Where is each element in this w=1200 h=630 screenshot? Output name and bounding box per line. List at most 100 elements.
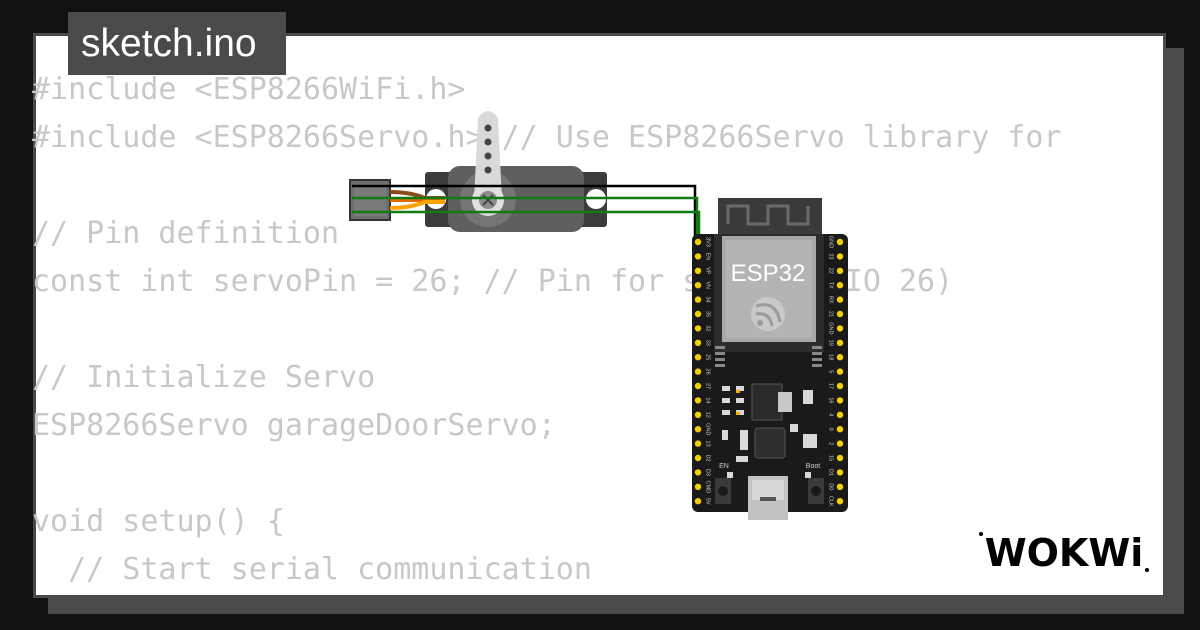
servo-horn[interactable] <box>472 111 504 216</box>
pin-label: 25 <box>705 354 711 360</box>
pin-label: 27 <box>705 383 711 389</box>
pin-label: GND <box>828 236 834 248</box>
pin-label: 32 <box>705 325 711 331</box>
pin-label: 5 <box>828 370 834 373</box>
pin-left-16[interactable] <box>694 469 702 476</box>
pin-right-11[interactable] <box>836 397 844 404</box>
servo-motor[interactable] <box>349 111 607 232</box>
pin-left-17[interactable] <box>694 483 702 490</box>
pin-label: 12 <box>705 412 711 418</box>
pin-left-6[interactable] <box>694 325 702 332</box>
pin-label: D2 <box>705 454 711 461</box>
pin-label: 19 <box>828 340 834 346</box>
wokwi-logo-text: WOKWi <box>985 531 1144 575</box>
pin-label: 26 <box>705 369 711 375</box>
pin-label: CLK <box>828 496 834 507</box>
pin-left-18[interactable] <box>694 498 702 505</box>
pin-left-4[interactable] <box>694 296 702 303</box>
pin-label: 5V <box>705 498 711 505</box>
pin-left-15[interactable] <box>694 454 702 462</box>
en-label: EN <box>719 463 729 470</box>
pin-label: TX <box>828 282 834 289</box>
code-line: // Pin definition <box>32 216 340 251</box>
espressif-logo-icon <box>751 297 785 331</box>
pin-label: 33 <box>705 340 711 346</box>
pin-right-12[interactable] <box>836 411 844 418</box>
pin-left-10[interactable] <box>694 382 702 390</box>
pin-right-5[interactable] <box>836 310 844 318</box>
pin-right-7[interactable] <box>836 339 844 346</box>
pin-label: 4 <box>828 413 834 416</box>
pin-label: 15 <box>828 455 834 461</box>
pin-label: VP <box>705 267 711 275</box>
pin-left-9[interactable] <box>694 368 702 375</box>
pin-right-13[interactable] <box>836 426 844 433</box>
pin-right-3[interactable] <box>836 282 844 289</box>
boot-button[interactable] <box>808 478 824 504</box>
boot-label: Boot <box>806 463 820 470</box>
pin-label: RX <box>828 296 834 304</box>
pin-left-3[interactable] <box>694 282 702 289</box>
pin-label: D3 <box>705 469 711 476</box>
code-editor: #include <ESP8266WiFi.h> #include <ESP826… <box>32 66 1097 594</box>
code-line: #include <ESP8266Servo.h> // Use ESP8266… <box>32 120 1062 155</box>
pin-label: 16 <box>828 397 834 403</box>
pin-left-5[interactable] <box>694 310 702 318</box>
pin-label: VN <box>705 281 711 289</box>
usb-connector <box>748 476 788 520</box>
pin-right-16[interactable] <box>836 469 844 476</box>
wires[interactable] <box>352 184 701 238</box>
pin-label: 17 <box>828 383 834 389</box>
code-line: #include <ESP8266WiFi.h> <box>32 72 466 107</box>
pin-left-14[interactable] <box>694 440 702 447</box>
pin-label: EN <box>705 253 711 261</box>
code-card <box>33 33 1166 598</box>
pin-left-2[interactable] <box>694 267 702 274</box>
pin-left-12[interactable] <box>694 411 702 418</box>
file-title-tab[interactable]: sketch.ino <box>68 12 286 75</box>
code-line: ESP8266Servo garageDoorServo; <box>32 408 556 443</box>
wokwi-logo: WOKWi <box>979 531 1149 575</box>
pin-label: 0 <box>828 428 834 431</box>
pin-right-15[interactable] <box>836 454 844 462</box>
pin-label: 18 <box>828 354 834 360</box>
pin-label: 35 <box>705 311 711 317</box>
pin-right-10[interactable] <box>836 382 844 390</box>
pin-label: D0 <box>828 483 834 490</box>
pin-left-13[interactable] <box>694 426 702 433</box>
pin-left-0[interactable] <box>694 238 702 246</box>
pin-label: 3V3 <box>705 237 711 247</box>
pin-right-0[interactable] <box>836 238 844 246</box>
pin-label: GND <box>828 322 834 334</box>
pin-label: 21 <box>828 311 834 317</box>
pin-right-6[interactable] <box>836 325 844 332</box>
pin-right-18[interactable] <box>836 498 844 505</box>
pin-label: 22 <box>828 268 834 274</box>
pin-left-7[interactable] <box>694 339 702 346</box>
pin-label: 23 <box>828 253 834 259</box>
pin-label: 13 <box>705 441 711 447</box>
esp32-board[interactable]: ESP32 <box>692 198 848 520</box>
code-line: // Initialize Servo <box>32 360 376 395</box>
pin-left-11[interactable] <box>694 397 702 404</box>
pin-right-17[interactable] <box>836 483 844 490</box>
pin-label: 34 <box>705 297 711 303</box>
pin-label: GND <box>705 423 711 435</box>
pin-right-14[interactable] <box>836 440 844 447</box>
pin-left-8[interactable] <box>694 354 702 361</box>
code-line: void setup() { <box>32 504 285 539</box>
pin-label: 14 <box>705 397 711 403</box>
pin-label: CMD <box>705 481 711 494</box>
pin-left-1[interactable] <box>694 253 702 260</box>
chip-label: ESP32 <box>731 260 806 287</box>
pin-right-1[interactable] <box>836 253 844 260</box>
pin-right-9[interactable] <box>836 368 844 375</box>
pin-right-4[interactable] <box>836 296 844 303</box>
pin-label: D1 <box>828 469 834 476</box>
pin-label: 2 <box>828 442 834 445</box>
pin-right-2[interactable] <box>836 267 844 274</box>
code-line: // Start serial communication <box>32 552 592 587</box>
pin-right-8[interactable] <box>836 354 844 361</box>
en-button[interactable] <box>715 478 731 504</box>
